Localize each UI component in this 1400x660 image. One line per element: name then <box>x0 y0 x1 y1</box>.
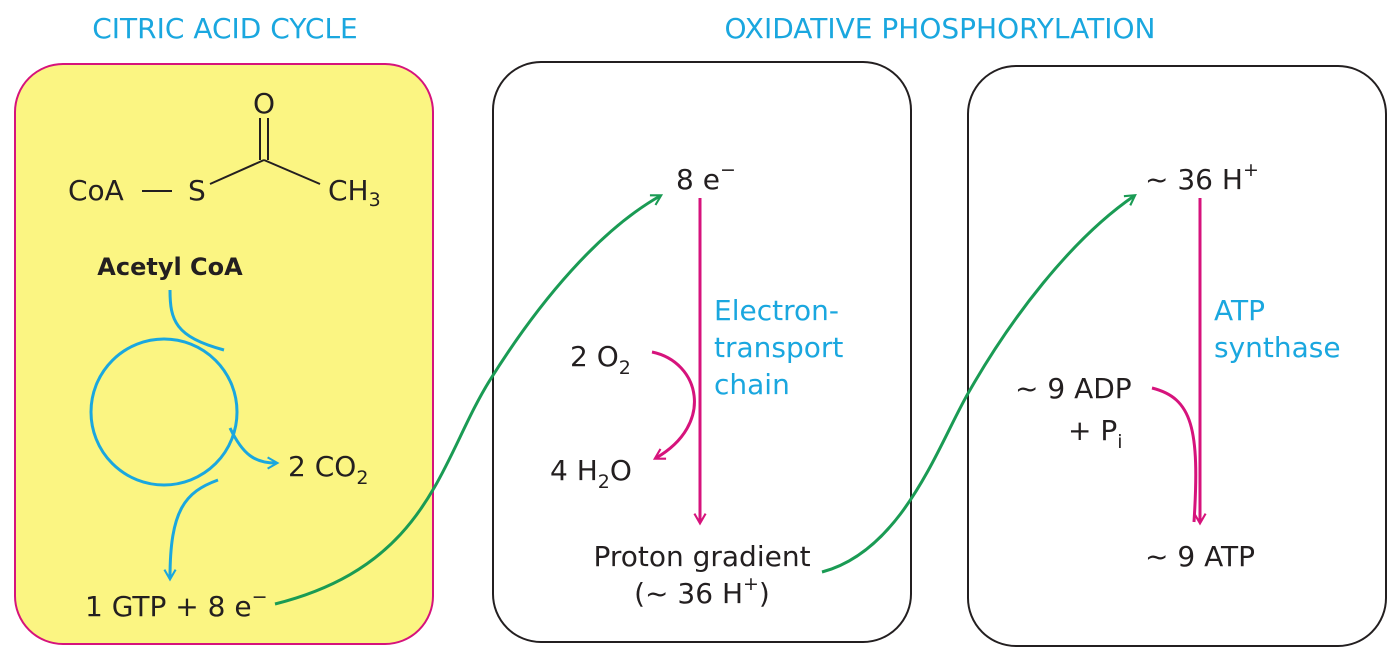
gtp-output-label: 1 GTP + 8 e− <box>85 586 268 623</box>
synthase-label-line2: synthase <box>1214 331 1341 364</box>
co2-release-arrow <box>228 427 280 470</box>
co2-output-label: 2 CO2 <box>288 450 368 489</box>
oxygen-reduction-arrow <box>651 350 696 460</box>
proton-gradient-value: (~ 36 H+) <box>634 573 770 610</box>
sulfur-label: S <box>188 174 206 207</box>
proton-transfer-arrow <box>821 194 1137 574</box>
electron-transfer-arrow <box>274 194 664 606</box>
water-out-label: 4 H2O <box>550 454 632 493</box>
adp-phosphorylation-arrow <box>1151 386 1198 523</box>
atp-out-label: ~ 9 ATP <box>1145 540 1255 573</box>
citric-acid-cycle-panel <box>14 63 434 645</box>
oxygen-label: O <box>253 87 275 120</box>
oxygen-in-label: 2 O2 <box>570 340 631 379</box>
coa-label: CoA <box>68 174 124 207</box>
sulfur-carbon-bond <box>209 159 265 185</box>
protons-in-label: ~ 36 H+ <box>1145 159 1259 196</box>
acetyl-entry-arrow <box>168 289 225 352</box>
citric-acid-cycle-heading: CITRIC ACID CYCLE <box>92 12 357 45</box>
synthase-label-line1: ATP <box>1214 294 1265 327</box>
atp-synthase-panel <box>967 65 1387 647</box>
oxidative-phosphorylation-heading: OXIDATIVE PHOSPHORYLATION <box>725 12 1156 45</box>
phosphate-in-label: + Pi <box>1068 414 1123 453</box>
cycle-circle <box>89 337 239 487</box>
gtp-release-arrow <box>163 478 219 582</box>
acetyl-coa-label: Acetyl CoA <box>97 253 243 281</box>
methyl-label: CH3 <box>328 174 381 211</box>
proton-gradient-label: Proton gradient <box>593 540 810 573</box>
carbon-methyl-bond <box>263 159 321 185</box>
etc-label-line3: chain <box>714 368 790 401</box>
etc-label-line1: Electron- <box>714 294 839 327</box>
acetyl-coa-structure: CoA S O CH3 <box>68 87 381 211</box>
etc-label-line2: transport <box>714 331 843 364</box>
adp-in-label: ~ 9 ADP <box>1015 372 1132 405</box>
electrons-in-label: 8 e− <box>676 159 736 196</box>
electron-transport-panel <box>492 61 912 643</box>
